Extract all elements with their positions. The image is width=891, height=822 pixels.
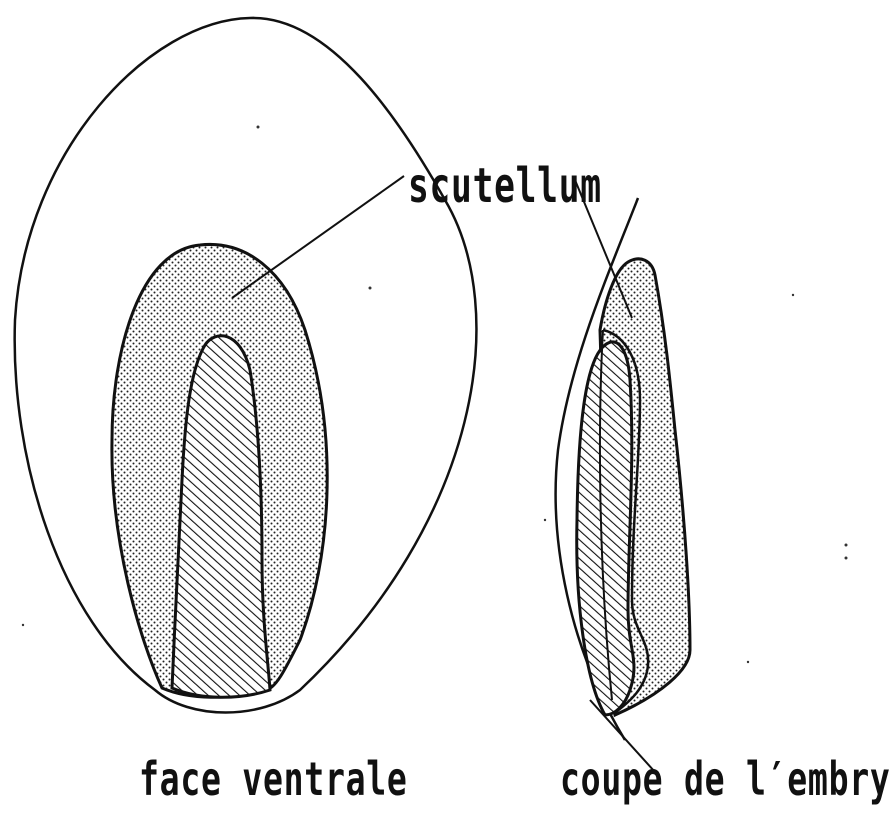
grain-ventral-view xyxy=(15,18,477,713)
scutellum-label: scutellum xyxy=(408,158,602,214)
scan-edge-mark xyxy=(761,0,891,8)
face-ventrale-label: face ventrale xyxy=(139,752,408,806)
embryo-axis-section xyxy=(577,342,634,715)
embryo-section xyxy=(556,180,690,772)
coupe-embryon-label: coupe de l′embryon xyxy=(560,752,891,806)
